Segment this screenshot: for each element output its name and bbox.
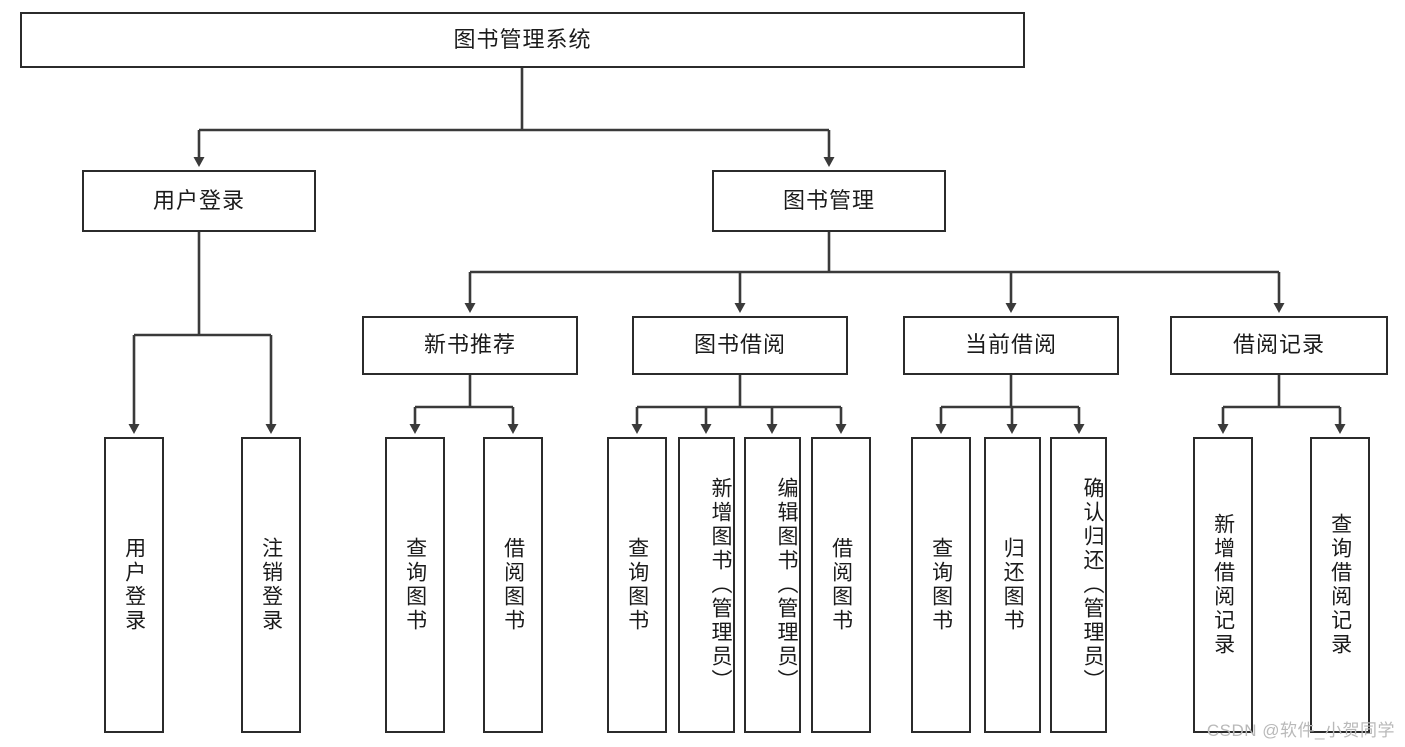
node-leaf-borrow-book-recommend[interactable]: 借阅图书 <box>483 437 543 733</box>
node-leaf-query-book-recommend[interactable]: 查询图书 <box>385 437 445 733</box>
node-leaf-add-borrow-record[interactable]: 新增借阅记录 <box>1193 437 1253 733</box>
node-book-management[interactable]: 图书管理 <box>712 170 946 232</box>
node-book-borrow[interactable]: 图书借阅 <box>632 316 848 375</box>
node-leaf-query-book-borrow[interactable]: 查询图书 <box>607 437 667 733</box>
node-leaf-edit-book-admin[interactable]: 编辑图书（管理员） <box>744 437 801 733</box>
node-leaf-borrow-book-borrow[interactable]: 借阅图书 <box>811 437 871 733</box>
node-leaf-return-book[interactable]: 归还图书 <box>984 437 1041 733</box>
node-leaf-user-login[interactable]: 用户登录 <box>104 437 164 733</box>
node-leaf-query-borrow-record[interactable]: 查询借阅记录 <box>1310 437 1370 733</box>
node-leaf-query-book-current[interactable]: 查询图书 <box>911 437 971 733</box>
node-user-login[interactable]: 用户登录 <box>82 170 316 232</box>
node-leaf-confirm-return-admin[interactable]: 确认归还（管理员） <box>1050 437 1107 733</box>
node-root-system[interactable]: 图书管理系统 <box>20 12 1025 68</box>
node-current-borrow[interactable]: 当前借阅 <box>903 316 1119 375</box>
node-borrow-record[interactable]: 借阅记录 <box>1170 316 1388 375</box>
node-leaf-add-book-admin[interactable]: 新增图书（管理员） <box>678 437 735 733</box>
node-new-book-recommend[interactable]: 新书推荐 <box>362 316 578 375</box>
node-leaf-logout[interactable]: 注销登录 <box>241 437 301 733</box>
